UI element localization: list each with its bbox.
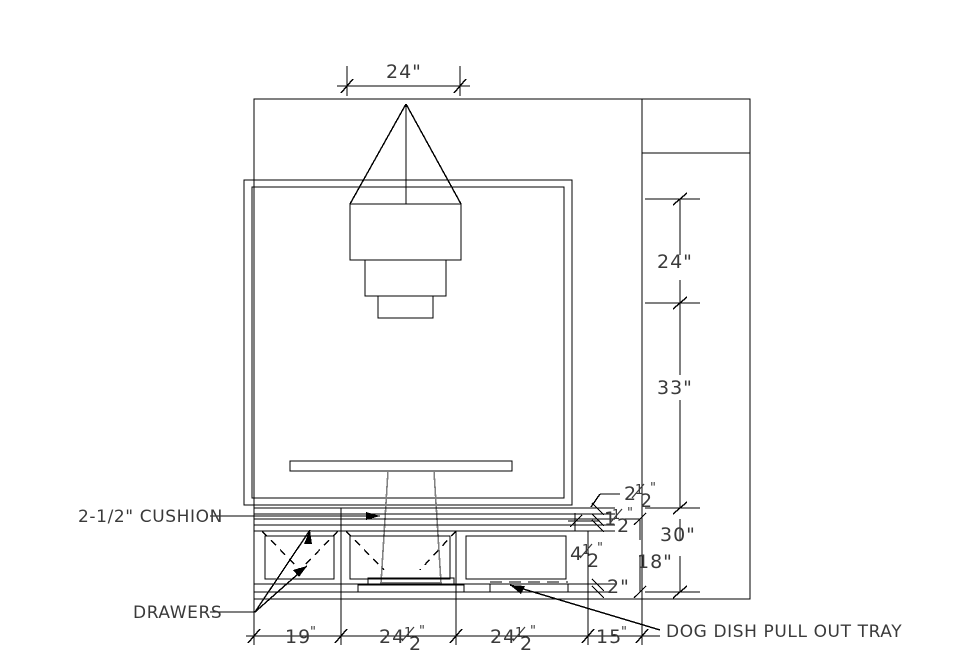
drawer-box-right bbox=[465, 535, 567, 580]
dim-top-24-label: 24" bbox=[386, 61, 422, 83]
cushion-leader bbox=[210, 512, 380, 520]
drawers-leader bbox=[210, 529, 312, 613]
dim-15-label: 15 bbox=[596, 626, 622, 648]
svg-text:24: 24 bbox=[490, 626, 516, 648]
cabinet-outer-box bbox=[253, 98, 643, 600]
svg-text:4: 4 bbox=[570, 543, 583, 565]
dim-24-half-b-label: 24 1 2 " bbox=[490, 624, 537, 655]
drawer-box-center bbox=[349, 535, 451, 580]
svg-text:2: 2 bbox=[409, 633, 422, 655]
apron-bands bbox=[254, 507, 588, 532]
drawer-box-left bbox=[264, 535, 335, 580]
svg-text:24: 24 bbox=[379, 626, 405, 648]
dog-dish-leader bbox=[509, 584, 661, 631]
dim-19-unit: " bbox=[310, 625, 317, 640]
right-side-panel bbox=[641, 98, 751, 600]
dim-24-upper-label: 24" bbox=[657, 251, 693, 273]
svg-text:": " bbox=[627, 506, 634, 521]
pedestal-column bbox=[380, 470, 442, 584]
hood-fixture bbox=[349, 103, 462, 319]
dim-one-half-ticks bbox=[568, 513, 600, 531]
pedestal-foot bbox=[357, 577, 465, 593]
cushion-annotation: 2-1/2" CUSHION bbox=[78, 507, 223, 527]
dim-24-half-a-label: 24 1 2 " bbox=[379, 624, 426, 655]
counter-shelf-bar bbox=[289, 460, 513, 472]
dim-right-chain bbox=[620, 192, 700, 599]
svg-text:1: 1 bbox=[604, 508, 617, 530]
dim-2-inch-label: 2" bbox=[607, 576, 630, 598]
svg-text:2: 2 bbox=[624, 483, 637, 505]
drawer-hidden-lines bbox=[261, 530, 457, 571]
dim-33-label: 33" bbox=[657, 377, 693, 399]
svg-text:2: 2 bbox=[617, 515, 630, 537]
svg-text:": " bbox=[419, 624, 426, 639]
inner-frame bbox=[243, 179, 573, 506]
dim-1-half-label: 1 1 2 " bbox=[604, 506, 634, 537]
dim-2-half-label: 2 1 2 " bbox=[624, 481, 657, 512]
svg-text:": " bbox=[597, 541, 604, 556]
dog-dish-tray bbox=[489, 581, 569, 593]
svg-text:2: 2 bbox=[520, 633, 533, 655]
drawers-annotation: DRAWERS bbox=[133, 603, 222, 623]
dim-18-label: 18" bbox=[637, 551, 673, 573]
svg-text:": " bbox=[530, 624, 537, 639]
dim-4-half-label: 4 1 2 " bbox=[570, 541, 604, 572]
dim-30-label: 30" bbox=[660, 524, 696, 546]
svg-text:2: 2 bbox=[587, 550, 600, 572]
dim-19-label: 19 bbox=[285, 626, 311, 648]
dog-dish-annotation: DOG DISH PULL OUT TRAY bbox=[666, 622, 902, 642]
svg-text:2: 2 bbox=[640, 490, 653, 512]
svg-text:": " bbox=[650, 481, 657, 496]
dim-15-unit: " bbox=[621, 625, 628, 640]
dim-top-24 bbox=[337, 66, 470, 96]
dim-apron-detail bbox=[588, 493, 620, 599]
dim-bottom-chain bbox=[246, 592, 660, 645]
